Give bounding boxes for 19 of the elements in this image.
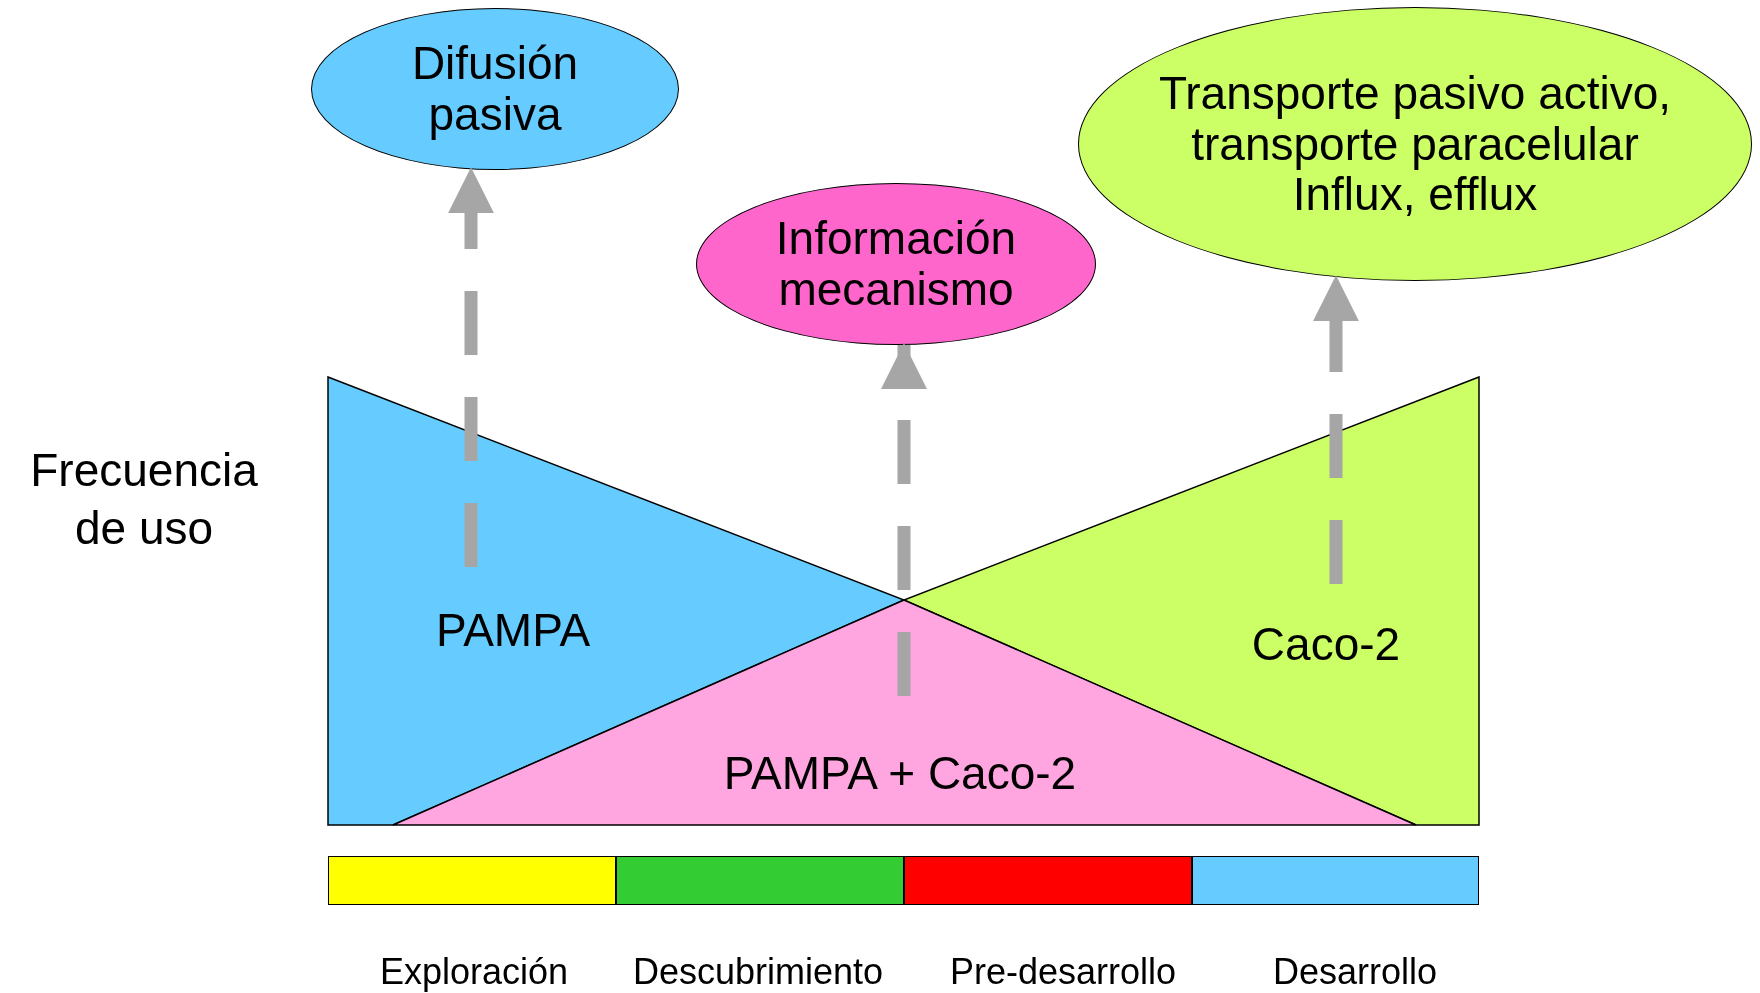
stage-bar — [616, 856, 904, 905]
axis-label: Frecuencia de uso — [29, 443, 259, 556]
stage-bar — [904, 856, 1192, 905]
ellipse-label: Transporte pasivo activo, transporte paracelular Influx, efflux — [1157, 68, 1673, 220]
dashed-arrow — [448, 167, 494, 567]
stage-label: Exploración — [378, 952, 570, 993]
stage-label: Descubrimiento — [631, 952, 885, 993]
region-label: PAMPA + Caco-2 — [722, 748, 1078, 800]
ellipse-label: Información mecanismo — [774, 213, 1018, 315]
ellipse-label: Difusión pasiva — [410, 38, 580, 140]
stage-label: Desarrollo — [1271, 952, 1439, 993]
dashed-arrow — [881, 342, 927, 696]
triangle-region — [393, 600, 1416, 825]
stage-bar — [328, 856, 616, 905]
region-label: Caco-2 — [1250, 619, 1402, 671]
stage-bar — [1192, 856, 1479, 905]
stage-label: Pre-desarrollo — [948, 952, 1178, 993]
region-label: PAMPA — [434, 605, 592, 657]
dashed-arrow — [1313, 275, 1359, 584]
